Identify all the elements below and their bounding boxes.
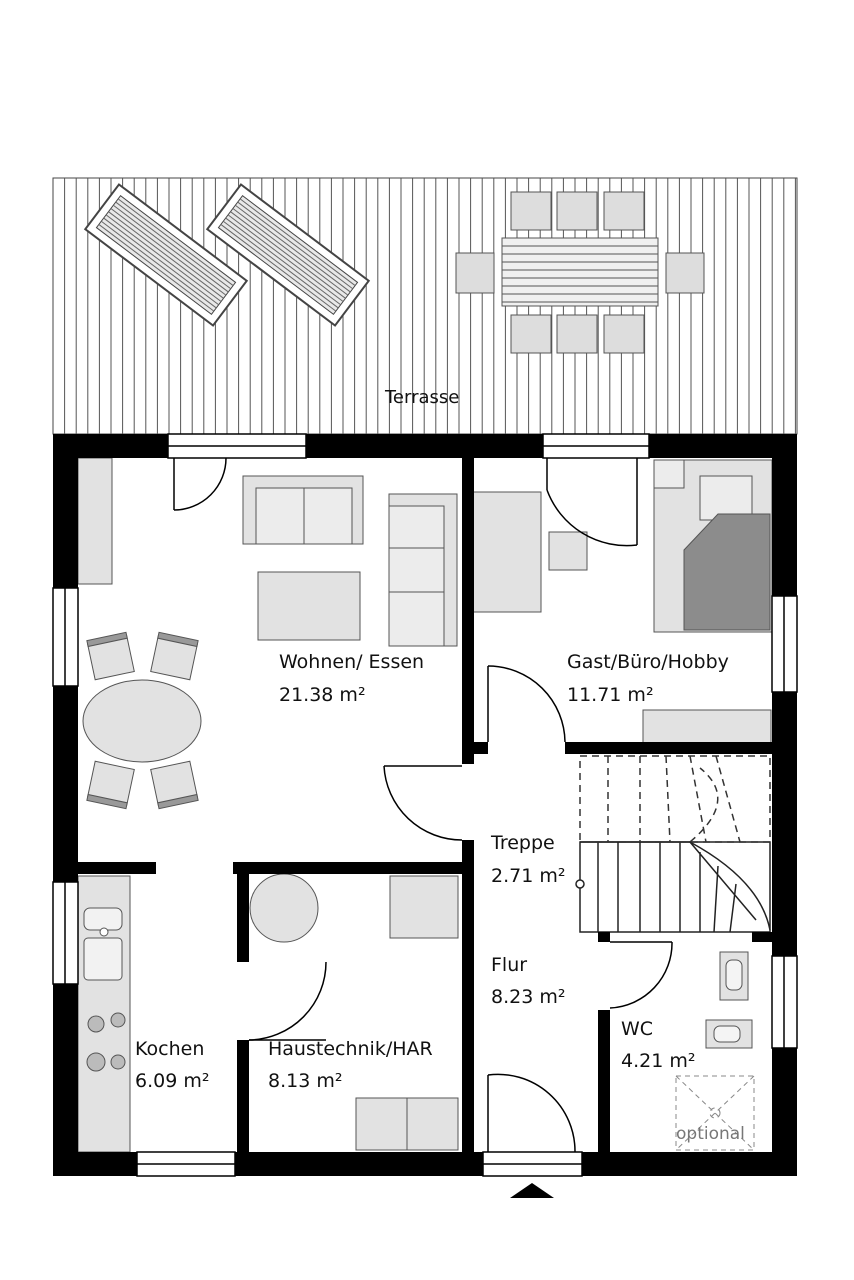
room-area-haustechnik: 8.13 m² [268,1070,343,1092]
room-area-flur: 8.23 m² [491,986,566,1008]
sideboard [77,457,113,585]
room-area-kochen: 6.09 m² [135,1070,210,1092]
optional-shower-area [675,1075,755,1151]
room-label-treppe: Treppe [491,832,555,854]
room-label-flur: Flur [491,954,528,976]
desk-chair [548,531,588,571]
room-label-haustechnik: Haustechnik/HAR [268,1038,433,1060]
optional-label: optional [676,1124,745,1144]
room-area-wc: 4.21 m² [621,1050,696,1072]
dining-table [82,679,202,763]
room-area-treppe: 2.71 m² [491,865,566,887]
room-label-wc: WC [621,1018,654,1040]
sun-lounger-right [205,183,371,327]
shelf [642,709,772,745]
heating-unit [389,875,459,939]
outdoor-dining-set [455,191,705,354]
room-label-wohnen: Wohnen/ Essen [279,651,425,673]
boiler-tank [249,873,319,943]
walls [53,434,797,1176]
room-area-gast: 11.71 m² [567,684,654,706]
sun-lounger-left [83,183,249,327]
desk [472,491,542,613]
room-label-gast: Gast/Büro/Hobby [567,651,729,673]
windows [52,433,798,1177]
entrance-arrow-icon [510,1183,554,1198]
coffee-table [257,571,361,641]
room-area-wohnen: 21.38 m² [279,684,366,706]
room-label-terrasse: Terrasse [385,387,460,408]
door-swings [173,457,673,1153]
staircase [575,755,771,933]
furniture [77,457,773,1153]
room-label-kochen: Kochen [135,1038,205,1060]
